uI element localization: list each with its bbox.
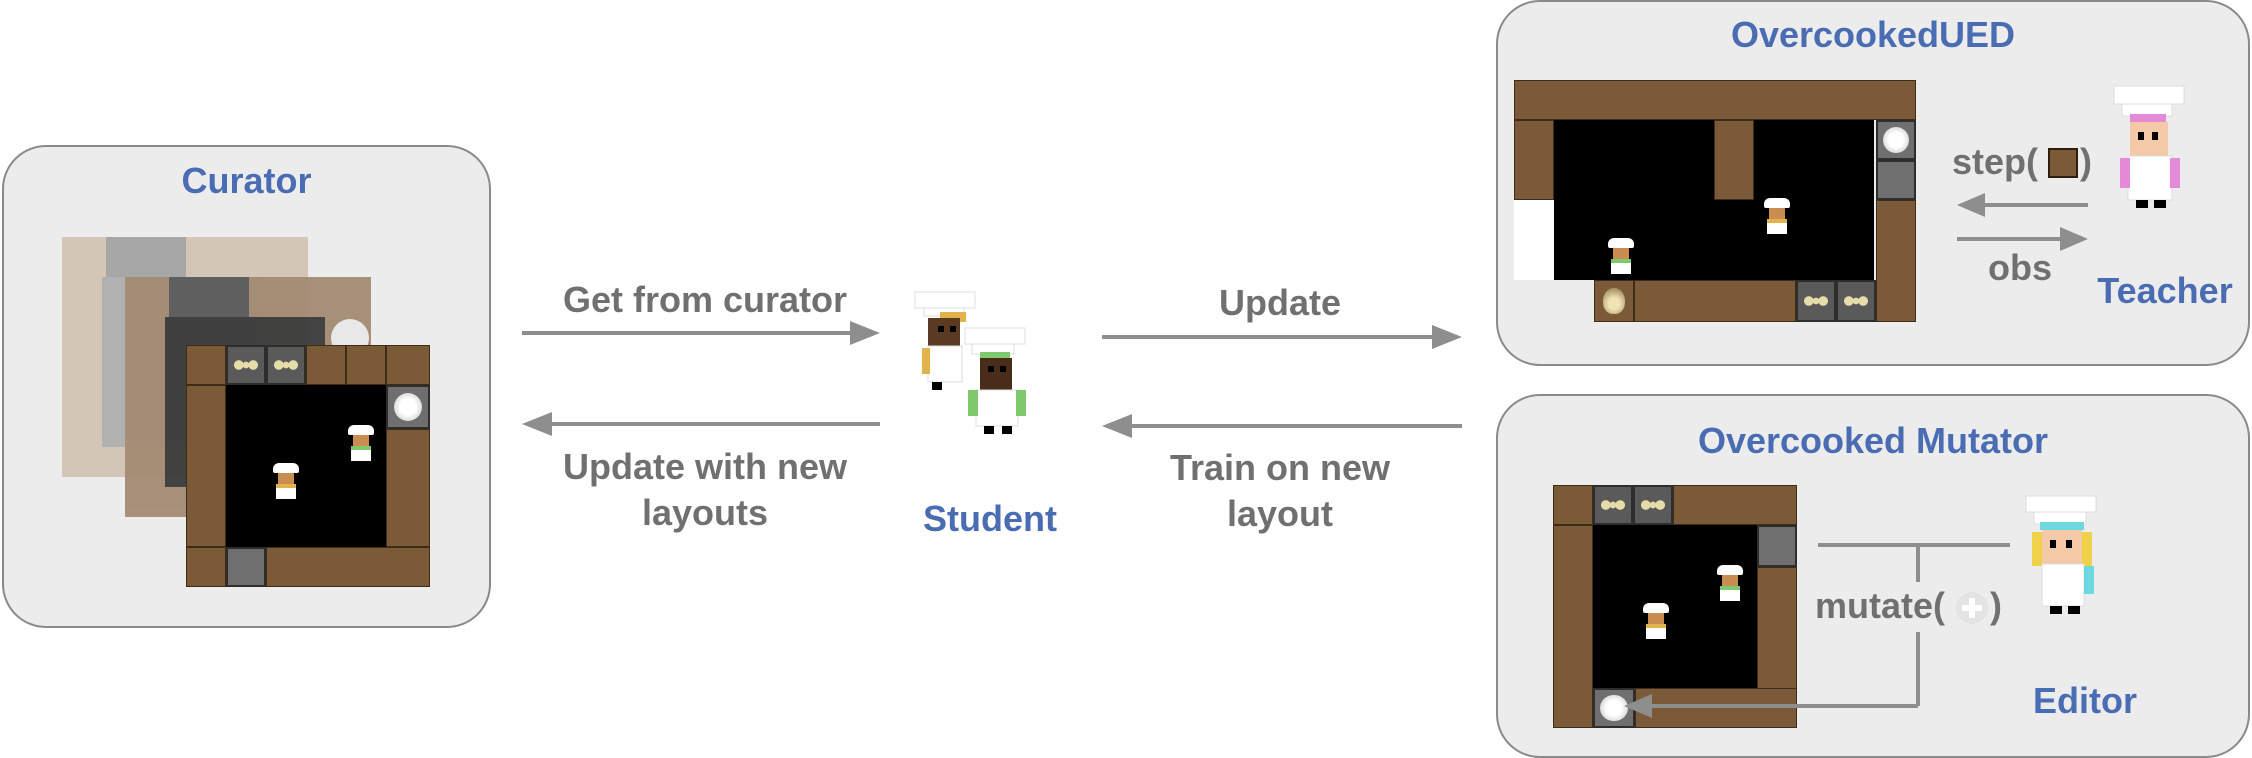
onion-dispenser <box>1593 485 1633 525</box>
layout-wall <box>186 385 226 547</box>
layout-wall <box>1553 525 1593 728</box>
layout-wall <box>1673 485 1797 525</box>
ued-layout <box>1514 80 1916 322</box>
arrow-curator-to-student <box>522 321 880 345</box>
dish-dispenser <box>386 385 430 429</box>
curator-layout-front <box>186 345 430 587</box>
update-label: Update <box>1218 282 1341 323</box>
layout-floor <box>1593 525 1757 688</box>
curator-title: Curator <box>181 160 312 201</box>
layout-wall <box>1514 120 1554 200</box>
teacher-chef-icon <box>2113 85 2185 208</box>
wall-tile-icon <box>2048 148 2078 178</box>
dish-dispenser <box>1593 688 1635 728</box>
mutator-layout <box>1553 485 1797 728</box>
layout-wall <box>386 429 430 547</box>
serving-counter <box>1757 525 1797 567</box>
dish-dispenser <box>1876 120 1916 160</box>
editor-chef-icon <box>2025 495 2097 614</box>
chef-icon <box>1715 565 1745 605</box>
onion-dispenser <box>1836 280 1876 322</box>
mutate-label-prefix: mutate( <box>1815 585 1946 626</box>
layout-wall <box>186 345 226 385</box>
plus-icon <box>1956 592 1988 624</box>
update-with-new-layouts-label-line1: Update with new <box>562 446 847 487</box>
chef-icon <box>1762 198 1792 238</box>
layout-wall <box>1634 280 1796 322</box>
layout-wall <box>186 547 226 587</box>
onion-dispenser <box>266 345 306 385</box>
layout-wall <box>386 345 430 385</box>
train-on-new-layout-label-line2: layout <box>1226 493 1333 534</box>
step-label-suffix: ) <box>2080 141 2092 182</box>
train-on-new-layout-label-line1: Train on new <box>1169 447 1391 488</box>
layout-wall <box>266 547 430 587</box>
overcooked-ued-title: OvercookedUED <box>1730 14 2016 55</box>
chef-icon <box>346 425 376 465</box>
layout-floor <box>1514 200 1554 280</box>
layout-wall <box>1876 200 1916 322</box>
layout-floor <box>226 385 386 547</box>
editor-label: Editor <box>2033 680 2137 721</box>
chef-icon <box>1641 603 1671 643</box>
layout-floor <box>1714 200 1754 280</box>
cooking-pot <box>1594 280 1634 322</box>
chef-icon <box>271 463 301 503</box>
layout-floor <box>1554 120 1714 280</box>
update-with-new-layouts-label-line2: layouts <box>641 492 769 533</box>
layout-wall <box>1553 485 1593 525</box>
serving-counter <box>226 547 266 587</box>
arrow-teacher-to-ued <box>1957 193 2088 217</box>
mutate-label-suffix: ) <box>1990 585 2002 626</box>
arrow-mutator-to-student <box>1102 414 1462 438</box>
chef-icon <box>1606 238 1636 278</box>
onion-dispenser <box>226 345 266 385</box>
layout-wall <box>306 345 346 385</box>
layout-wall <box>1514 80 1916 120</box>
onion-dispenser <box>1633 485 1673 525</box>
arrow-student-to-ued <box>1102 325 1462 349</box>
mutate-connector <box>1624 543 2010 718</box>
layout-wall <box>346 345 386 385</box>
arrow-student-to-curator <box>522 412 880 436</box>
arrow-ued-to-teacher <box>1957 227 2088 251</box>
onion-dispenser <box>1796 280 1836 322</box>
step-label-prefix: step( <box>1952 141 2039 182</box>
get-from-curator-label: Get from curator <box>562 279 848 320</box>
overcooked-mutator-title: Overcooked Mutator <box>1697 420 2049 461</box>
student-label: Student <box>923 498 1057 539</box>
layout-wall <box>1714 120 1754 200</box>
student-chef-icon <box>914 291 1026 434</box>
teacher-label: Teacher <box>2097 270 2233 311</box>
serving-counter <box>1876 160 1916 200</box>
obs-label: obs <box>1987 247 2052 288</box>
